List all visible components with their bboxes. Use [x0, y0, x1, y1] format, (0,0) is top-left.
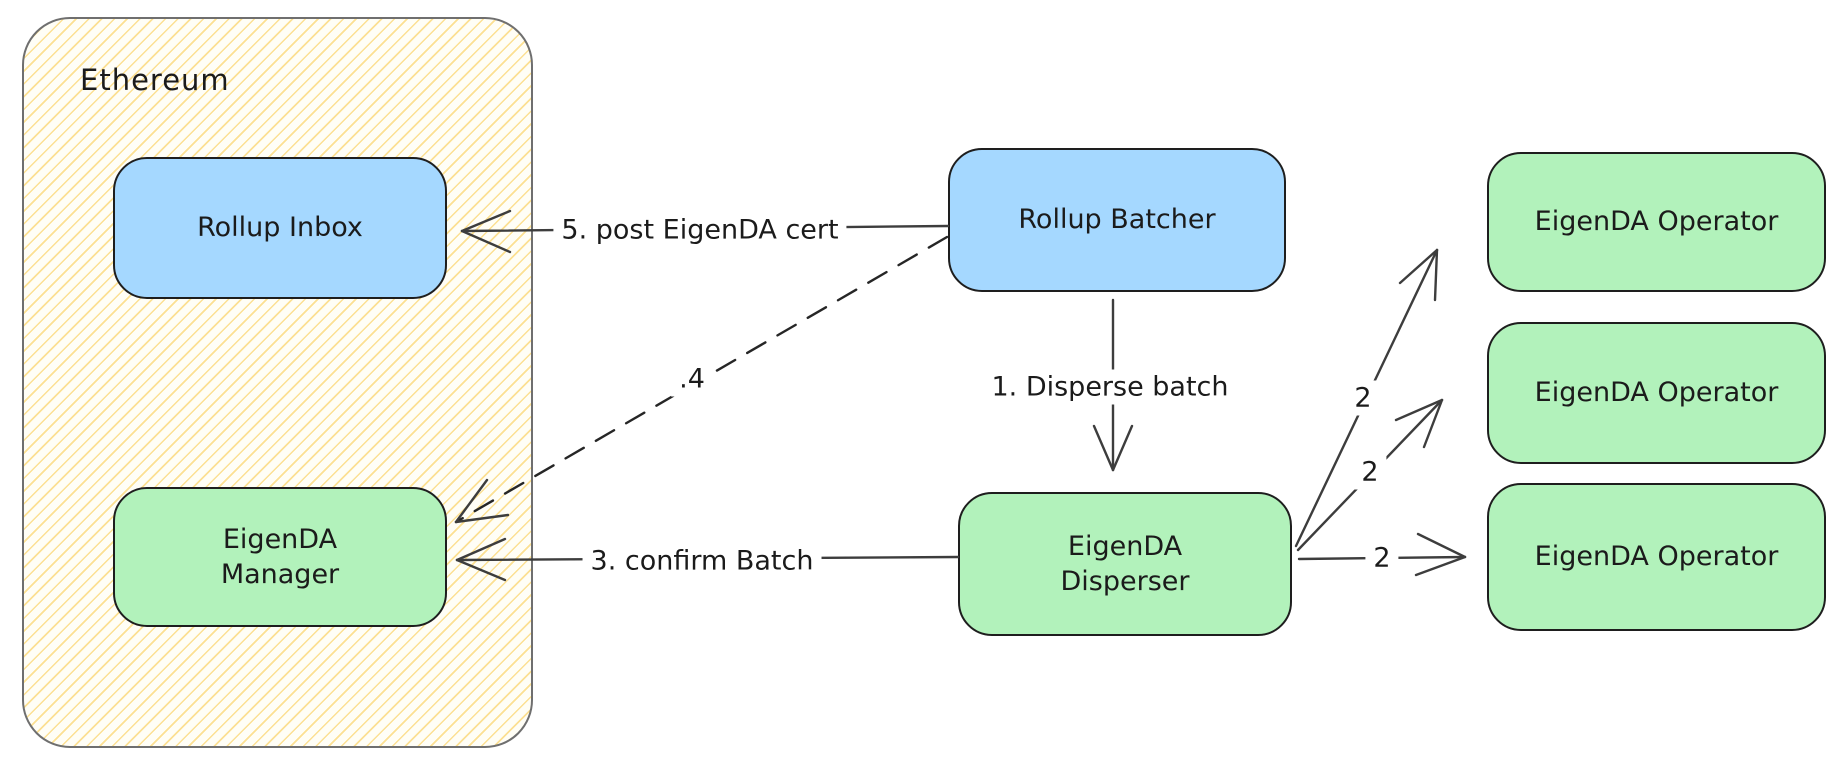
node-rollup-inbox-label: Rollup Inbox [197, 212, 363, 244]
edge-label-confirm-batch: 3. confirm Batch [582, 543, 822, 579]
ethereum-group-label: Ethereum [80, 63, 230, 97]
edge-label-to-operator-2: 2 [1353, 454, 1387, 490]
ethereum-group: Ethereum [22, 17, 533, 748]
edge-label-disperse-batch: 1. Disperse batch [983, 369, 1237, 405]
node-rollup-batcher: Rollup Batcher [948, 148, 1286, 292]
node-eigenda-manager: EigenDA Manager [113, 487, 447, 627]
node-eigenda-operator-3: EigenDA Operator [1487, 483, 1826, 631]
node-eigenda-operator-2-label: EigenDA Operator [1534, 377, 1779, 409]
node-rollup-batcher-label: Rollup Batcher [1018, 204, 1216, 236]
edge-label-to-operator-3: 2 [1365, 540, 1399, 576]
node-eigenda-operator-1: EigenDA Operator [1487, 152, 1826, 292]
edge-label-post-cert: 5. post EigenDA cert [553, 212, 847, 248]
node-rollup-inbox: Rollup Inbox [113, 157, 447, 299]
node-eigenda-operator-1-label: EigenDA Operator [1534, 206, 1779, 238]
node-eigenda-disperser-label: EigenDA Disperser [1060, 530, 1190, 597]
edge-label-to-operator-1: 2 [1346, 380, 1380, 416]
edge-label-post-cert-step4: .4 [671, 361, 713, 397]
node-eigenda-operator-2: EigenDA Operator [1487, 322, 1826, 464]
node-eigenda-disperser: EigenDA Disperser [958, 492, 1292, 636]
node-eigenda-operator-3-label: EigenDA Operator [1534, 541, 1779, 573]
node-eigenda-manager-label: EigenDA Manager [220, 523, 340, 590]
